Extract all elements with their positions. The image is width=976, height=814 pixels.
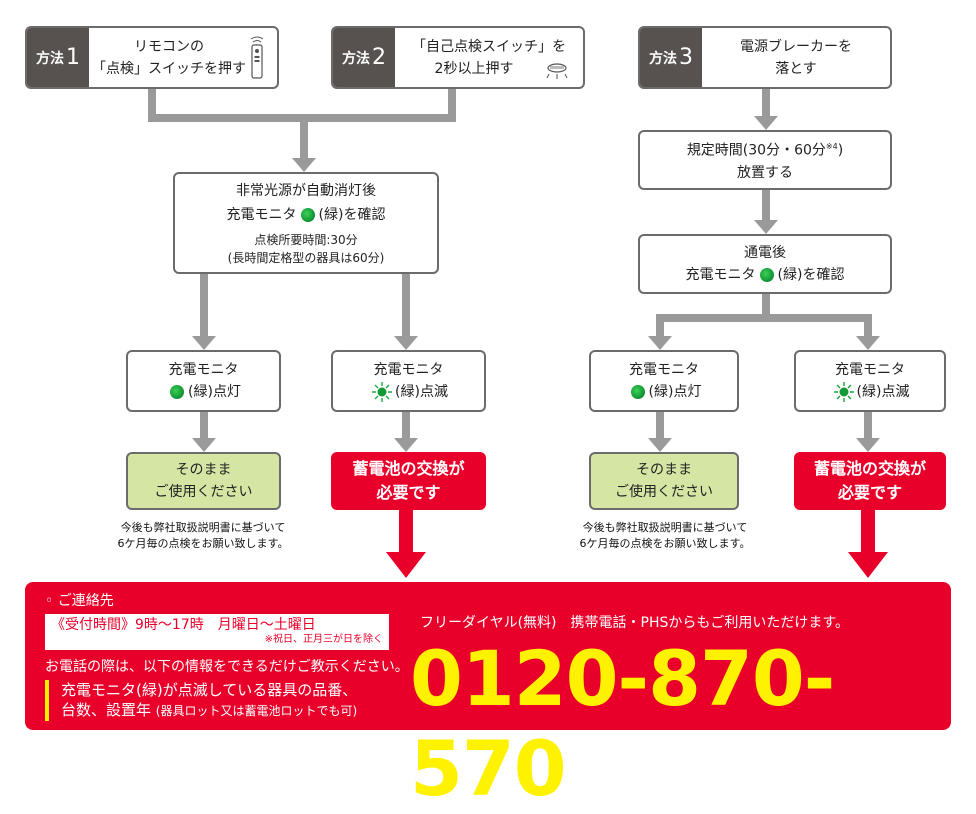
arrow-right-replace [856,438,880,452]
arrow-left-replace [394,438,418,452]
arrow-right-lit [648,336,672,350]
right-wait-box: 規定時間(30分・60分※4) 放置する [638,130,892,190]
arrow-left-ok [192,438,216,452]
right-ok-box: そのまま ご使用ください [589,452,739,510]
right-blink-box: 充電モニタ (緑)点滅 [794,350,946,412]
green-monitor-icon [759,268,774,282]
flow-connectors [148,88,888,578]
green-blinking-icon [372,382,393,402]
free-dial-text: フリーダイヤル(無料) 携帯電話・PHSからもご利用いただけます。 [420,615,849,631]
connector-right-split [656,293,872,338]
method-3-text: 電源ブレーカーを 落とす [740,38,852,77]
arrow-process [292,158,316,172]
arrow-right-blink [856,336,880,350]
arrow-left-lit [192,336,216,350]
green-monitor-icon [300,208,315,222]
left-blink-box: 充電モニタ (緑)点滅 [331,350,486,412]
remote-control-icon [250,36,264,79]
connector-methods-merge [148,88,456,122]
contact-required-items: 充電モニタ(緑)が点滅している器具の品番、 台数、設置年 (器具ロット又は蓄電池… [45,680,357,721]
left-lit-box: 充電モニタ (緑)点灯 [126,350,281,412]
contact-panel: ◦ ご連絡先 《受付時間》9時〜17時 月曜日〜土曜日 ※祝日、正月三が日を除く… [25,582,951,813]
left-replace-box: 蓄電池の交換が 必要です [331,452,486,510]
arrow-right-power [754,220,778,234]
arrow-left-blink [394,336,418,350]
ceiling-light-icon [546,63,568,79]
green-monitor-icon [170,385,185,399]
contact-info-text: お電話の際は、以下の情報をできるだけご教示ください。 [45,659,409,675]
right-replace-box: 蓄電池の交換が 必要です [794,452,946,510]
method-1-text: リモコンの 「点検」スイッチを押す [92,38,246,77]
green-monitor-icon [630,385,645,399]
business-hours: 《受付時間》9時〜17時 月曜日〜土曜日 ※祝日、正月三が日を除く [45,614,389,650]
arrow-right-wait [754,116,778,130]
right-power-box: 通電後 充電モニタ(緑)を確認 [638,234,892,294]
green-blinking-icon [833,382,854,402]
right-lit-box: 充電モニタ (緑)点灯 [589,350,739,412]
left-note: 今後も弊社取扱説明書に基づいて 6ケ月毎の点検をお願い致します。 [117,521,289,550]
red-arrow-left-stem [399,508,413,554]
right-note: 今後も弊社取扱説明書に基づいて 6ケ月毎の点検をお願い致します。 [579,521,751,550]
phone-number[interactable]: 0120-870-570 [410,634,835,813]
method-2-text: 「自己点検スイッチ」を 2秒以上押す [412,38,566,77]
red-arrow-right-head [848,552,888,578]
left-process-box: 非常光源が自動消灯後 充電モニタ(緑)を確認 点検所要時間:30分 (長時間定格… [173,172,439,274]
arrow-right-ok [648,438,672,452]
red-arrow-left-head [386,552,426,578]
left-process-check: 充電モニタ(緑)を確認 [226,207,386,223]
contact-title: ◦ ご連絡先 [45,593,114,609]
red-arrow-right-stem [861,508,875,554]
left-ok-box: そのまま ご使用ください [126,452,281,510]
